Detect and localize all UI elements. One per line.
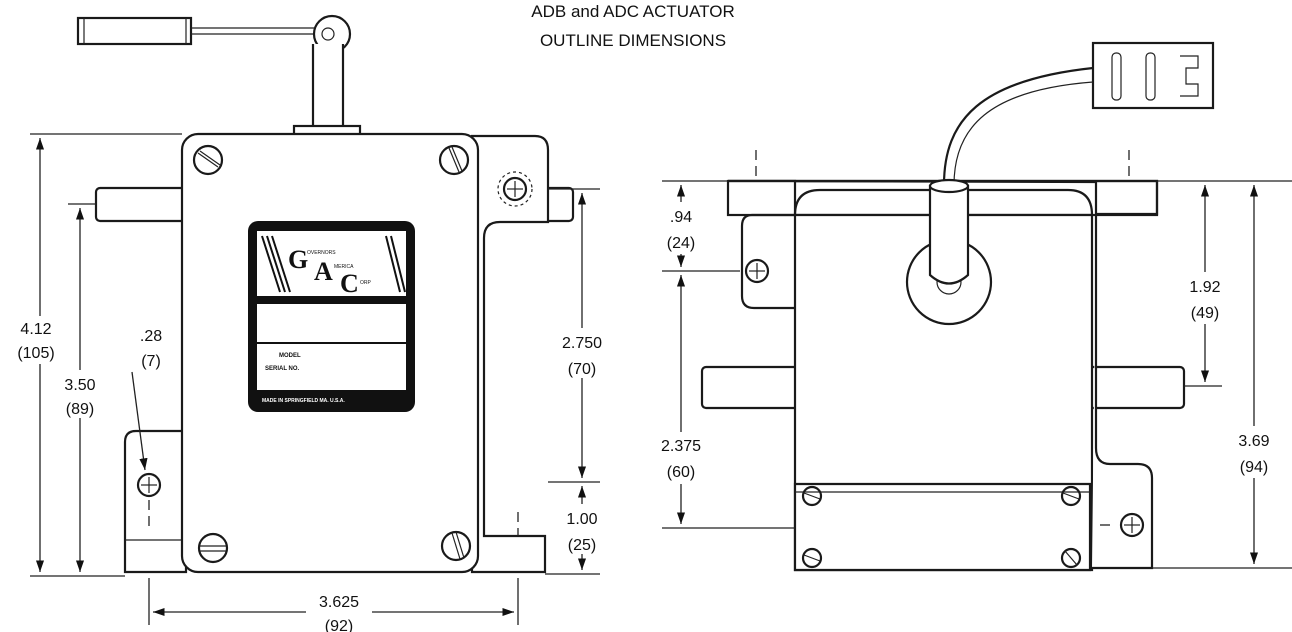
side-bottom-cover xyxy=(793,482,1092,572)
dim-base-to-hole: 1.00 (25) xyxy=(545,486,609,575)
logo-text-merica: MERICA xyxy=(334,264,354,270)
front-view: G OVERNORS A MERICA C ORP MODEL SERIAL N… xyxy=(5,14,616,632)
side-top-ear xyxy=(728,179,797,310)
side-view: .94 (24) 2.375 (60) 1.92 (49) 3.69 (94) xyxy=(648,41,1292,572)
dim-base-to-hole-metric: (25) xyxy=(568,537,596,554)
label-model: MODEL xyxy=(279,353,301,359)
dim-base-to-hole-value: 1.00 xyxy=(566,511,597,528)
left-mounting-foot xyxy=(123,429,188,574)
side-top-hole xyxy=(744,258,770,284)
side-right-bracket xyxy=(1092,214,1154,570)
top-connector xyxy=(76,14,362,138)
screw-bottom-right xyxy=(440,530,472,562)
title-line-2: OUTLINE DIMENSIONS xyxy=(540,31,726,50)
dim-overall-height-side: 3.69 (94) xyxy=(1152,180,1292,569)
dim-slot-metric: (7) xyxy=(141,353,161,370)
side-bottom-hole xyxy=(1100,512,1145,538)
dim-pivot-height-metric: (89) xyxy=(66,401,94,418)
dim-slot: .28 (7) xyxy=(131,328,162,471)
logo-letter-a: A xyxy=(314,257,333,286)
dim-top-to-hole-metric: (24) xyxy=(667,235,695,252)
dim-hole-spacing: 2.750 (70) xyxy=(548,188,616,483)
label-serial: SERIAL NO. xyxy=(265,366,300,372)
dim-top-to-hole: .94 (24) xyxy=(655,180,740,272)
dim-width-value: 3.625 xyxy=(319,594,359,611)
dim-overall-height-side-metric: (94) xyxy=(1240,459,1268,476)
dim-hole-to-base-value: 2.375 xyxy=(661,438,701,455)
logo-text-overnors: OVERNORS xyxy=(307,250,336,256)
dim-hole-to-base-metric: (60) xyxy=(667,464,695,481)
side-cable-boss xyxy=(905,178,993,326)
dim-slot-value: .28 xyxy=(140,328,162,345)
screw-bottom-left xyxy=(197,532,229,564)
dim-overall-height-front: 4.12 (105) xyxy=(5,133,182,577)
label-made-in: MADE IN SPRINGFIELD MA. U.S.A. xyxy=(262,398,345,404)
dim-overall-height-metric: (105) xyxy=(17,345,54,362)
logo-letter-g: G xyxy=(288,245,308,274)
logo-text-orp: ORP xyxy=(360,280,372,286)
dim-width-metric: (92) xyxy=(325,618,353,632)
left-mount-hole xyxy=(136,472,162,530)
right-top-hole xyxy=(497,171,533,207)
dim-width: 3.625 (92) xyxy=(148,578,519,632)
dim-hole-spacing-metric: (70) xyxy=(568,361,596,378)
dim-overall-height-side-value: 3.69 xyxy=(1238,433,1269,450)
dim-pivot-height-value: 3.50 xyxy=(64,377,95,394)
dim-shaft-height: 1.92 (49) xyxy=(1180,185,1232,387)
dim-shaft-height-metric: (49) xyxy=(1191,305,1219,322)
dim-hole-spacing-value: 2.750 xyxy=(562,335,602,352)
actuator-body-side xyxy=(793,213,1094,572)
title-line-1: ADB and ADC ACTUATOR xyxy=(531,2,734,21)
side-connector xyxy=(942,41,1215,186)
dim-shaft-height-value: 1.92 xyxy=(1189,279,1220,296)
logo-letter-c: C xyxy=(340,269,359,298)
dim-pivot-height: 3.50 (89) xyxy=(55,203,105,572)
right-bracket xyxy=(470,134,550,574)
dim-overall-height-value: 4.12 xyxy=(20,321,51,338)
dim-hole-to-base: 2.375 (60) xyxy=(648,275,795,529)
label-plate: G OVERNORS A MERICA C ORP MODEL SERIAL N… xyxy=(248,221,415,412)
screw-top-right xyxy=(438,144,470,176)
screw-top-left xyxy=(192,144,224,176)
left-pivot-pin xyxy=(94,186,190,223)
dim-top-to-hole-value: .94 xyxy=(670,209,692,226)
drawing-title: ADB and ADC ACTUATOR OUTLINE DIMENSIONS xyxy=(531,2,734,50)
